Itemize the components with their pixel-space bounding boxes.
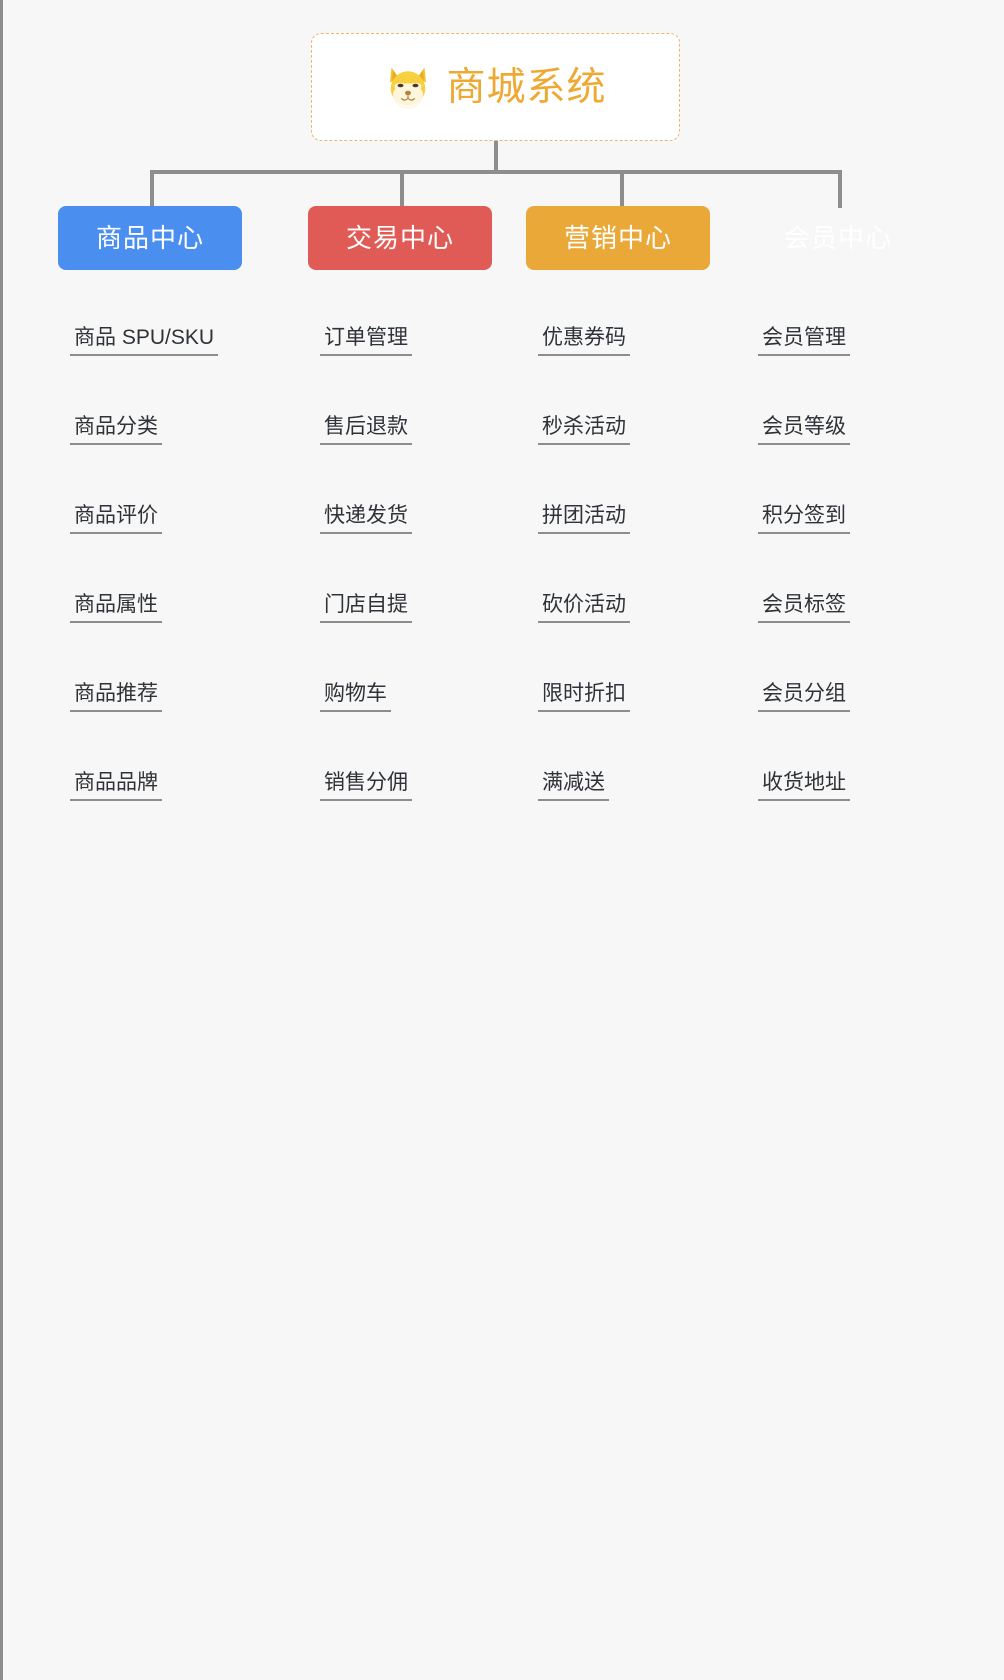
- leaf-item[interactable]: 会员管理: [758, 320, 850, 356]
- leaf-item[interactable]: 优惠券码: [538, 320, 630, 356]
- leaf-item[interactable]: 商品评价: [70, 498, 162, 534]
- leaf-item[interactable]: 砍价活动: [538, 587, 630, 623]
- shiba-dog-icon: [390, 67, 427, 109]
- leaf-item-label: 商品评价: [74, 504, 158, 527]
- leaf-item[interactable]: 商品推荐: [70, 676, 162, 712]
- category-label: 营销中心: [563, 223, 672, 253]
- leaf-item-label: 会员标签: [762, 593, 846, 616]
- leaf-item[interactable]: 会员分组: [758, 676, 850, 712]
- category-box-3[interactable]: 营销中心: [526, 206, 710, 270]
- leaf-item-label: 优惠券码: [542, 326, 626, 349]
- leaf-item[interactable]: 销售分佣: [320, 765, 412, 801]
- leaf-item[interactable]: 快递发货: [320, 498, 412, 534]
- leaf-item[interactable]: 会员等级: [758, 409, 850, 445]
- category-box-2[interactable]: 交易中心: [308, 206, 492, 270]
- leaf-item-label: 收货地址: [762, 771, 846, 794]
- connector-rail-1: [0, 0, 3, 552]
- leaf-item[interactable]: 门店自提: [320, 587, 412, 623]
- connector-drop-3: [620, 170, 624, 208]
- leaf-item[interactable]: 商品分类: [70, 409, 162, 445]
- leaf-item-label: 积分签到: [762, 504, 846, 527]
- leaf-item[interactable]: 商品品牌: [70, 765, 162, 801]
- leaf-item[interactable]: 拼团活动: [538, 498, 630, 534]
- category-label: 交易中心: [345, 223, 454, 253]
- leaf-item[interactable]: 限时折扣: [538, 676, 630, 712]
- leaf-item[interactable]: 满减送: [538, 765, 609, 801]
- leaf-item-label: 会员管理: [762, 326, 846, 349]
- leaf-item-label: 秒杀活动: [542, 415, 626, 438]
- leaf-item-label: 商品属性: [74, 593, 158, 616]
- connector-drop-4: [838, 170, 842, 208]
- root-title: 商城系统: [446, 65, 607, 109]
- category-box-1[interactable]: 商品中心: [58, 206, 242, 270]
- connector-rail-3: [0, 1104, 3, 1656]
- leaf-item-label: 砍价活动: [542, 593, 626, 616]
- leaf-item-label: 门店自提: [324, 593, 408, 616]
- leaf-item-label: 会员分组: [762, 682, 846, 705]
- leaf-item-label: 购物车: [324, 682, 387, 705]
- leaf-item-label: 快递发货: [324, 504, 408, 527]
- category-label: 会员中心: [783, 223, 892, 253]
- leaf-item-label: 商品推荐: [74, 682, 158, 705]
- connector-root-stem: [494, 141, 498, 173]
- connector-drop-2: [400, 170, 404, 208]
- leaf-item-label: 拼团活动: [542, 504, 626, 527]
- leaf-item-label: 商品 SPU/SKU: [74, 326, 215, 349]
- category-box-4[interactable]: 会员中心: [746, 206, 930, 270]
- leaf-item-label: 商品品牌: [74, 771, 158, 794]
- leaf-item[interactable]: 商品属性: [70, 587, 162, 623]
- leaf-item[interactable]: 收货地址: [758, 765, 850, 801]
- root-node[interactable]: 商城系统: [311, 33, 680, 141]
- leaf-item-label: 售后退款: [324, 415, 408, 438]
- leaf-item-label: 销售分佣: [324, 771, 408, 794]
- leaf-item[interactable]: 商品 SPU/SKU: [70, 320, 219, 356]
- leaf-item-label: 限时折扣: [542, 682, 626, 705]
- leaf-item[interactable]: 会员标签: [758, 587, 850, 623]
- leaf-item-label: 商品分类: [74, 415, 158, 438]
- leaf-item[interactable]: 积分签到: [758, 498, 850, 534]
- leaf-item-label: 满减送: [542, 771, 605, 794]
- connector-drop-1: [150, 170, 154, 208]
- leaf-item[interactable]: 售后退款: [320, 409, 412, 445]
- leaf-item-label: 订单管理: [324, 326, 408, 349]
- connector-rail-4: [0, 1656, 3, 1680]
- connector-rail-2: [0, 552, 3, 1104]
- leaf-item[interactable]: 秒杀活动: [538, 409, 630, 445]
- mindmap-canvas: 商城系统 商品中心商品 SPU/SKU 商品分类商品评价商品属性商品推荐商品品牌 交…: [0, 0, 850, 1680]
- leaf-item[interactable]: 购物车: [320, 676, 391, 712]
- leaf-item[interactable]: 订单管理: [320, 320, 412, 356]
- connector-horizontal-bus: [150, 170, 840, 174]
- category-label: 商品中心: [95, 223, 204, 253]
- leaf-item-label: 会员等级: [762, 415, 846, 438]
